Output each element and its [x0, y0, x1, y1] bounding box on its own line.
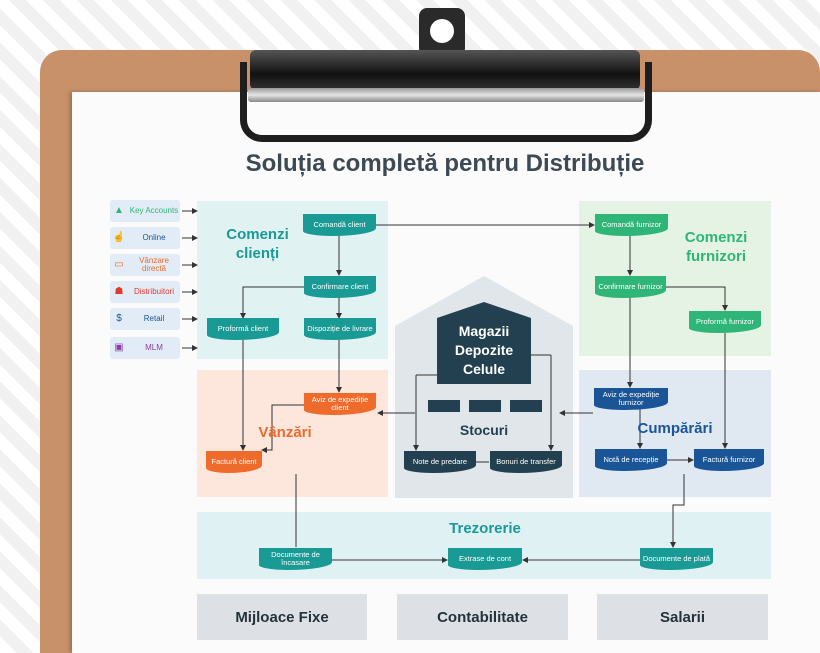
channel-vanzare-directa: ▭ Vânzare directă	[110, 254, 180, 276]
shelf-3	[510, 400, 542, 412]
node-factura-client: Factură client	[206, 451, 262, 473]
node-nota-receptie: Notă de recepție	[595, 449, 667, 471]
node-comanda-furnizor: Comandă furnizor	[595, 214, 668, 236]
node-documente-incasare: Documente de încasare	[259, 548, 332, 570]
channel-key-accounts: ▲ Key Accounts	[110, 200, 180, 222]
node-proforma-client: Proformă client	[207, 318, 279, 340]
trezorerie-title: Trezorerie	[449, 520, 521, 537]
node-extrase-cont: Extrase de cont	[448, 548, 522, 570]
people-icon: ☗	[114, 286, 124, 297]
module-mijloace-fixe: Mijloace Fixe	[197, 594, 367, 640]
clip-hole	[430, 19, 454, 43]
node-comanda-client: Comandă client	[303, 214, 376, 236]
channel-label: Retail	[143, 314, 165, 323]
channel-label: MLM	[145, 343, 163, 352]
module-contabilitate: Contabilitate	[397, 594, 568, 640]
channel-label: Distribuitori	[133, 287, 174, 296]
clip-lever-bar	[248, 88, 644, 102]
shelf-2	[469, 400, 501, 412]
presentation-icon: ▣	[114, 342, 124, 353]
node-aviz-client: Aviz de expediție client	[304, 393, 376, 415]
node-confirmare-furnizor: Confirmare furnizor	[595, 276, 666, 298]
magazii-house-shape	[437, 302, 531, 384]
comenzi-furnizori-title: Comenzi furnizori	[684, 229, 748, 265]
cumparari-title: Cumpărări	[637, 420, 713, 437]
channel-mlm: ▣ MLM	[110, 337, 180, 359]
channel-distribuitori: ☗ Distribuitori	[110, 281, 180, 303]
clip-body	[250, 50, 640, 90]
channel-retail: $ Retail	[110, 308, 180, 330]
node-aviz-furnizor: Aviz de expediție furnizor	[594, 388, 668, 410]
node-note-predare: Note de predare	[404, 451, 476, 473]
node-documente-plata: Documente de plată	[640, 548, 713, 570]
android-icon: ▲	[114, 205, 124, 216]
node-factura-furnizor: Factură furnizor	[694, 449, 764, 471]
clip-lever	[240, 62, 652, 142]
module-salarii: Salarii	[597, 594, 768, 640]
node-bonuri-transfer: Bonuri de transfer	[490, 451, 562, 473]
channel-online: ☝ Online	[110, 227, 180, 249]
magazii-label: Magazii Depozite Celule	[454, 323, 514, 377]
node-dispozitie-livrare: Dispoziție de livrare	[304, 318, 376, 340]
shelf-1	[428, 400, 460, 412]
node-confirmare-client: Confirmare client	[304, 276, 376, 298]
page-title: Soluția completă pentru Distribuție	[245, 150, 645, 177]
stocuri-title: Stocuri	[459, 422, 509, 438]
dollar-icon: $	[116, 313, 122, 324]
touch-icon: ☝	[112, 232, 126, 243]
node-proforma-furnizor: Proformă furnizor	[689, 311, 761, 333]
wallet-icon: ▭	[114, 259, 124, 270]
vanzari-title: Vânzări	[258, 424, 312, 441]
comenzi-clienti-title: Comenzi clienți	[226, 226, 289, 262]
channel-label: Key Accounts	[129, 206, 179, 215]
channel-label: Vânzare directă	[139, 256, 169, 273]
channel-label: Online	[142, 233, 166, 242]
